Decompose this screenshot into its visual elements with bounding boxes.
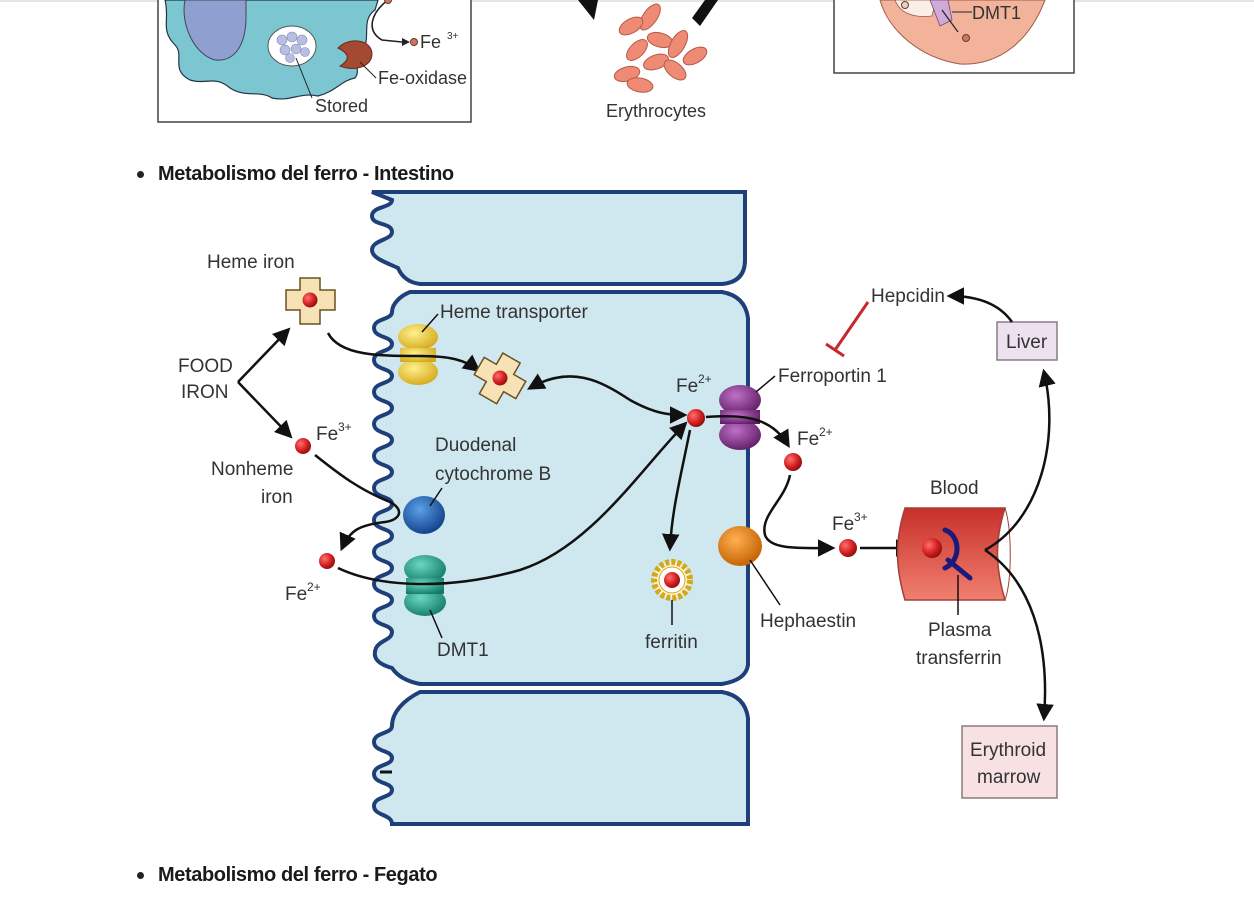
erythrocytes-label: Erythrocytes [606, 101, 706, 121]
intestine-iron-diagram: FOOD IRON Heme iron Heme transporter Fe … [178, 190, 1058, 826]
svg-text:2+: 2+ [698, 372, 712, 386]
svg-text:2+: 2+ [307, 580, 321, 594]
heme-transporter [398, 324, 438, 385]
ferroportin-label: Ferroportin 1 [778, 366, 887, 387]
fe-oxidase-label: Fe-oxidase [378, 68, 467, 88]
transferrin [942, 527, 973, 581]
fe3-label: Fe [420, 32, 441, 52]
dmt1-transporter [404, 555, 446, 616]
hepcidin-label: Hepcidin [871, 286, 945, 307]
section-heading-fegato: Metabolismo del ferro - Fegato [137, 864, 438, 887]
iron-overview-figure: Fe 3+ Fe-oxidase Stored Erythrocytes [157, 0, 1075, 123]
erythrocytes-panel: Erythrocytes [578, 0, 718, 121]
svg-text:3+: 3+ [854, 510, 868, 524]
upper-cell [369, 190, 747, 286]
iron-ion [302, 292, 318, 308]
stored-label: Stored [315, 96, 368, 116]
fe3-blood-ion [839, 539, 857, 557]
erythroid-label: Erythroid [970, 740, 1046, 761]
fe-oxidase-enzyme [337, 40, 373, 69]
hepcidin-inhibition [825, 301, 870, 358]
liver-label: Liver [1006, 332, 1048, 353]
transferrin-label: transferrin [916, 648, 1002, 669]
erythroid-marrow-box [961, 725, 1058, 799]
svg-text:Fe: Fe [285, 584, 307, 605]
section-heading-intestino: Metabolismo del ferro - Intestino [137, 163, 454, 186]
dmt1-transporter [929, 0, 953, 27]
svg-text:Fe: Fe [316, 424, 338, 445]
fe2-lumen-ion [319, 553, 335, 569]
hephaestin [718, 526, 762, 566]
bullet-icon [137, 171, 144, 178]
fe3-ion [410, 38, 418, 46]
blood-label: Blood [930, 478, 979, 499]
nucleus [183, 0, 247, 61]
duodenal-cytochrome-b [403, 496, 445, 534]
ferritin-label: ferritin [645, 632, 698, 653]
nonheme-label: Nonheme [211, 459, 293, 480]
enterocyte-panel: DMT1 [833, 0, 1075, 74]
cytochrome-b-label: cytochrome B [435, 464, 551, 485]
svg-text:3+: 3+ [447, 31, 459, 42]
section-title: Metabolismo del ferro - Fegato [158, 864, 438, 886]
heme-transporter-label: Heme transporter [440, 302, 589, 323]
svg-text:Fe: Fe [676, 376, 698, 397]
svg-text:Fe: Fe [797, 429, 819, 450]
dmt1-label: DMT1 [437, 640, 489, 661]
svg-text:3+: 3+ [338, 420, 352, 434]
macrophage-panel: Fe 3+ Fe-oxidase Stored [157, 0, 472, 123]
plasma-label: Plasma [928, 620, 992, 641]
fe2-cell-ion [687, 409, 705, 427]
marrow-label: marrow [977, 767, 1041, 788]
lower-cell [371, 690, 750, 826]
page-top-border [0, 0, 1254, 2]
nonheme-iron-label: iron [261, 487, 293, 508]
erythrocyte-cluster [613, 3, 708, 93]
iron-label: IRON [181, 382, 229, 403]
heme-iron-label: Heme iron [207, 252, 295, 273]
svg-text:2+: 2+ [819, 425, 833, 439]
liver-box [996, 321, 1058, 361]
ferritin-complex [651, 559, 693, 601]
fe2-outside-ion [784, 453, 802, 471]
food-label: FOOD [178, 356, 233, 377]
dmt1-label: DMT1 [972, 3, 1021, 23]
hephaestin-label: Hephaestin [760, 611, 856, 632]
svg-text:Fe: Fe [832, 514, 854, 535]
fe3-nonheme-ion [295, 438, 311, 454]
section-title: Metabolismo del ferro - Intestino [158, 163, 454, 185]
bullet-icon [137, 872, 144, 879]
ferroportin-1 [719, 385, 761, 450]
duodenal-label: Duodenal [435, 435, 516, 456]
